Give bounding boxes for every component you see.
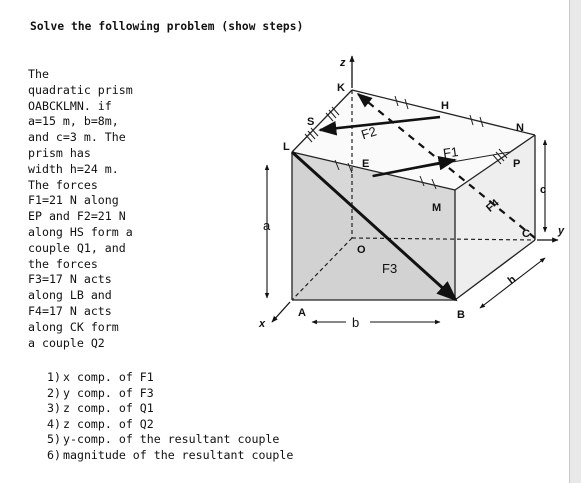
label-dim-a: a <box>263 218 271 233</box>
question-item: 6)magnitude of the resultant couple <box>47 448 293 464</box>
question-text: x comp. of F1 <box>63 370 154 384</box>
edge-mn <box>454 134 536 191</box>
question-number: 6) <box>47 447 61 462</box>
statement-line: OABCKLMN. if <box>28 98 112 113</box>
statement-line: F3=17 N acts <box>28 272 112 287</box>
statement-line: quadratic prism <box>28 82 133 97</box>
window-right-border <box>569 0 581 483</box>
question-text: y comp. of F3 <box>63 385 154 400</box>
label-dim-c: c <box>540 184 546 196</box>
question-text: magnitude of the resultant couple <box>63 447 294 462</box>
question-number: 5) <box>47 432 61 447</box>
label-l: L <box>283 141 290 153</box>
statement-line: width h=24 m. <box>28 161 119 176</box>
label-x-axis: x <box>258 318 266 330</box>
question-number: 4) <box>47 416 61 431</box>
force-f3-arrow <box>290 150 458 302</box>
statement-line: EP and F2=21 N <box>28 209 126 224</box>
problem-heading: Solve the following problem (show steps) <box>30 20 304 33</box>
label-k: K <box>337 82 345 94</box>
label-n: N <box>516 122 524 134</box>
label-f2: F2 <box>359 123 378 142</box>
question-text: z comp. of Q1 <box>63 401 154 416</box>
statement-line: a couple Q2 <box>28 335 105 350</box>
label-f1: F1 <box>442 144 459 161</box>
label-a: A <box>298 307 306 319</box>
force-f2-arrow <box>318 115 441 136</box>
statement-line: The forces <box>28 177 98 192</box>
statement-line: along LB and <box>28 288 112 303</box>
document-page: Solve the following problem (show steps)… <box>28 20 565 464</box>
question-number: 1) <box>47 370 61 384</box>
statement-line: a=15 m, b=8m, <box>28 114 119 129</box>
label-s: S <box>307 116 314 128</box>
question-number: 3) <box>47 401 61 416</box>
statement-line: The <box>28 67 49 81</box>
label-h: H <box>441 100 449 112</box>
x-axis <box>271 301 291 323</box>
question-item: 3)z comp. of Q1 <box>47 401 293 417</box>
hidden-edge-oc <box>351 237 536 241</box>
statement-line: F4=17 N acts <box>28 303 112 318</box>
label-f3: F3 <box>382 261 397 276</box>
question-text: y-comp. of the resultant couple <box>63 432 280 447</box>
statement-line: the forces <box>28 256 98 271</box>
tick-marks <box>304 95 508 190</box>
statement-line: couple Q1, and <box>28 240 126 255</box>
statement-line: prism has <box>28 145 91 160</box>
label-y-axis: y <box>557 225 565 237</box>
edge-lm <box>291 151 456 191</box>
edge-kn <box>351 89 536 136</box>
label-z-axis: z <box>339 57 346 69</box>
hidden-edge-oa <box>291 237 353 301</box>
label-e: E <box>362 158 369 170</box>
question-number: 2) <box>47 385 61 400</box>
prism-figure: K L S H N E P M O A B C z y x a b c h F1… <box>258 55 565 330</box>
question-text: z comp. of Q2 <box>63 416 154 431</box>
label-c: C <box>522 228 530 240</box>
label-m: M <box>432 202 441 214</box>
statement-line: along CK form <box>28 319 119 334</box>
question-item: 4)z comp. of Q2 <box>47 417 293 433</box>
label-b: B <box>457 309 465 321</box>
statement-line: along HS form a <box>28 224 133 239</box>
question-item: 5)y-comp. of the resultant couple <box>47 432 293 448</box>
question-item: 2)y comp. of F3 <box>47 386 293 402</box>
question-item: 1)x comp. of F1 <box>47 370 293 386</box>
dim-h-line <box>479 257 546 309</box>
label-p: P <box>513 158 520 170</box>
problem-statement: The quadratic prism OABCKLMN. if a=15 m,… <box>28 67 180 351</box>
statement-line: and c=3 m. The <box>28 130 126 145</box>
label-o: O <box>357 244 366 256</box>
label-dim-b: b <box>352 315 359 330</box>
statement-line: F1=21 N along <box>28 193 119 208</box>
question-list: 1)x comp. of F1 2)y comp. of F3 3)z comp… <box>47 370 293 464</box>
